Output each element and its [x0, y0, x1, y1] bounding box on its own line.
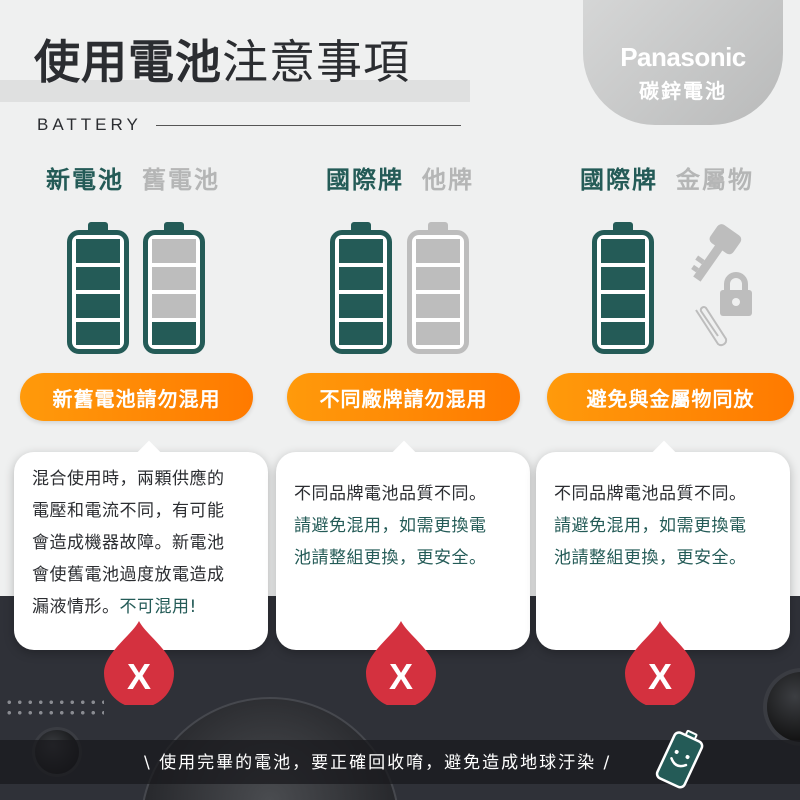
metal-objects-icon	[691, 224, 752, 347]
title-bold: 使用電池	[34, 35, 222, 89]
card-text-line: 混合使用時，兩顆供應的	[32, 469, 225, 489]
page-title: 使用電池注意事項	[34, 34, 410, 90]
prohibited-x-icon: X	[366, 621, 436, 705]
battery-full-icon	[592, 222, 654, 354]
svg-text:X: X	[648, 656, 672, 697]
subtitle-row: BATTERY	[37, 115, 461, 135]
prohibited-x-icon: X	[625, 621, 695, 705]
rule-pill-no-mixing-brands: 不同廠牌請勿混用	[287, 373, 520, 421]
column-labels: 新電池 舊電池	[0, 160, 266, 200]
label-old-battery: 舊電池	[142, 166, 220, 194]
svg-text:X: X	[127, 656, 151, 697]
battery-full-icon	[67, 222, 129, 354]
label-panasonic: 國際牌	[326, 166, 404, 194]
header-stripe	[0, 80, 470, 102]
smiling-battery-icon	[655, 729, 704, 789]
info-card-brand: 不同品牌電池品質不同。 請避免混用，如需更換電 池請整組更換，更安全。	[276, 440, 530, 650]
card-text-line: 池請整組更換，更安全。	[294, 548, 487, 568]
brand-name: Panasonic	[620, 42, 746, 72]
brand-badge: Panasonic 碳鋅電池	[583, 0, 783, 125]
rule-pill-avoid-metal: 避免與金屬物同放	[547, 373, 794, 421]
icon-group	[534, 222, 800, 354]
column-labels: 國際牌 金屬物	[534, 160, 800, 200]
rule-pill-no-mixing-new-old: 新舊電池請勿混用	[20, 373, 253, 421]
card-text-line: 不同品牌電池品質不同。	[554, 484, 747, 504]
column-brand: 國際牌 他牌 不同廠牌請勿混用	[267, 160, 533, 421]
label-panasonic: 國際牌	[580, 166, 658, 194]
icon-group	[267, 222, 533, 354]
column-metal: 國際牌 金屬物 避免與金屬物同放	[534, 160, 800, 421]
battery-gray-icon	[407, 222, 469, 354]
info-card-new-old: 混合使用時，兩顆供應的 電壓和電流不同，有可能 會造成機器故障。新電池 會使舊電…	[14, 440, 268, 650]
card-text-line: 請避免混用，如需更換電	[554, 516, 747, 536]
dot-pattern-decoration	[4, 697, 104, 719]
svg-text:X: X	[389, 656, 413, 697]
subtitle-divider	[155, 124, 461, 126]
brand-product: 碳鋅電池	[639, 79, 727, 103]
warning-highlight: 不可混用!	[119, 597, 197, 617]
info-card-metal: 不同品牌電池品質不同。 請避免混用，如需更換電 池請整組更換，更安全。	[536, 440, 790, 650]
battery-full-icon	[330, 222, 392, 354]
label-other-brand: 他牌	[422, 166, 474, 194]
card-text-line: 不同品牌電池品質不同。	[294, 484, 487, 504]
recycle-message: \ 使用完畢的電池，要正確回收唷，避免造成地球汙染 /	[144, 753, 612, 773]
card-text-line: 漏液情形。不可混用!	[32, 597, 197, 617]
subtitle: BATTERY	[37, 115, 142, 134]
prohibited-x-icon: X	[104, 621, 174, 705]
label-new-battery: 新電池	[46, 166, 124, 194]
card-text-line: 會造成機器故障。新電池	[32, 533, 225, 553]
icon-group	[0, 222, 266, 354]
column-new-old: 新電池 舊電池 新舊電池請勿混用	[0, 160, 266, 421]
column-labels: 國際牌 他牌	[267, 160, 533, 200]
card-text-line: 請避免混用，如需更換電	[294, 516, 487, 536]
card-text-line: 電壓和電流不同，有可能	[32, 501, 225, 521]
label-metal-objects: 金屬物	[676, 166, 754, 194]
card-text-line: 會使舊電池過度放電造成	[32, 565, 225, 585]
card-text-line: 池請整組更換，更安全。	[554, 548, 747, 568]
title-light: 注意事項	[222, 35, 410, 89]
battery-low-icon	[143, 222, 205, 354]
